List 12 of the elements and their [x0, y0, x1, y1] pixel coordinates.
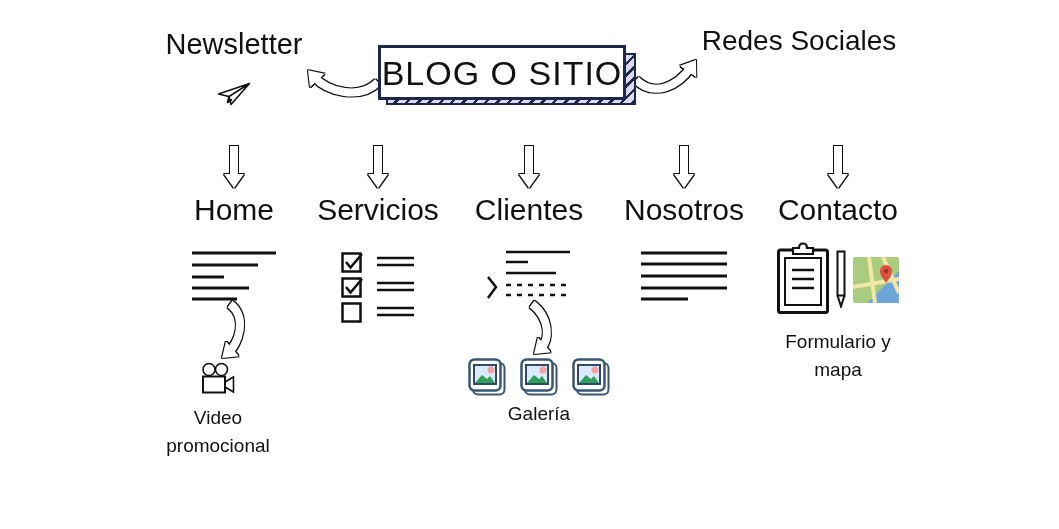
section-title: Home	[194, 192, 274, 228]
section-title: Newsletter	[165, 27, 303, 62]
section-title: Nosotros	[623, 192, 744, 228]
section-title: Redes Sociales	[701, 24, 897, 58]
section-title: Clientes	[474, 192, 584, 228]
site-title: BLOG O SITIO	[381, 52, 623, 94]
subsection-label: Video promocional	[165, 406, 271, 458]
subsection-label: Galería	[507, 402, 571, 426]
title-frame	[378, 45, 636, 105]
section-title: Contacto	[777, 192, 899, 228]
section-title: Servicios	[317, 192, 439, 228]
detail-note: Formulario y mapa	[784, 330, 892, 382]
